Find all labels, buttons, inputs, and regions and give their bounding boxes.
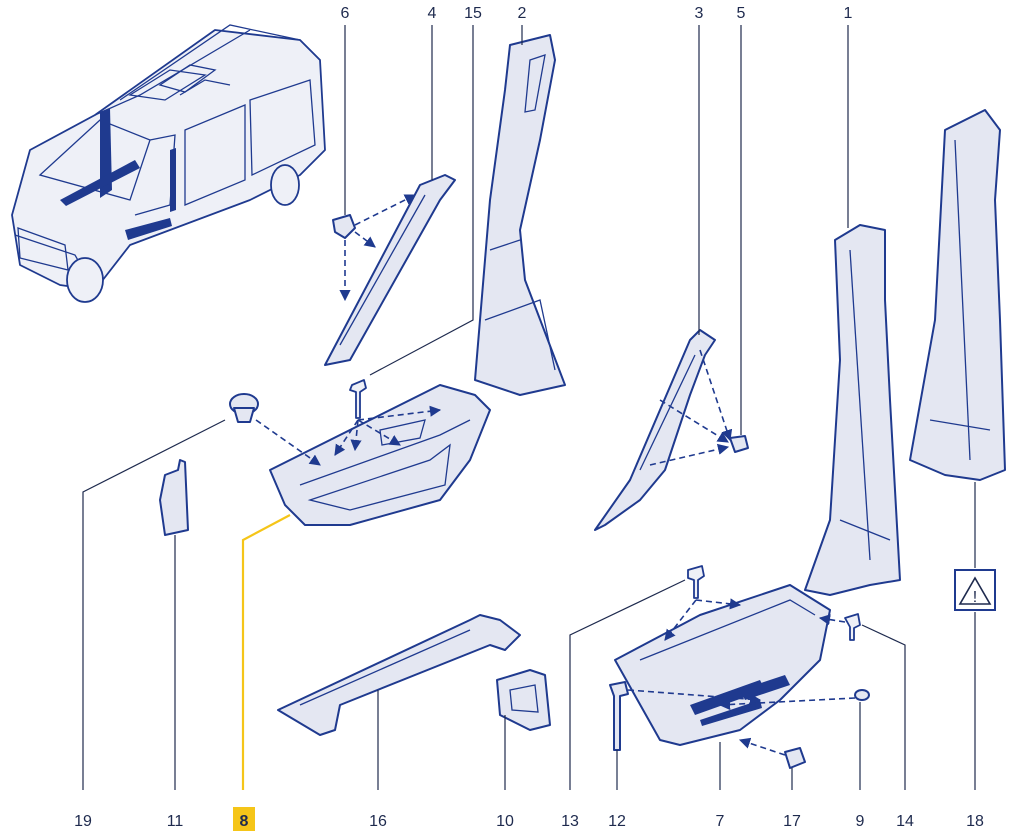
part-17-nut (738, 737, 806, 769)
part-4-pillar-trim (324, 174, 456, 366)
part-12-bolt (609, 681, 762, 751)
callout-17: 17 (783, 813, 801, 830)
callout-3: 3 (695, 5, 704, 22)
part-15-step-trim (269, 379, 491, 526)
part-9-plug (718, 689, 870, 711)
callout-9: 9 (856, 813, 865, 830)
callout-5: 5 (737, 5, 746, 22)
callout-12: 12 (608, 813, 626, 830)
part-2-b-pillar-trim (474, 34, 566, 396)
part-14-screw (818, 613, 861, 641)
callout-10: 10 (496, 813, 514, 830)
callout-2: 2 (518, 5, 527, 22)
callout-11: 11 (167, 813, 184, 830)
part-13-screw (664, 565, 742, 641)
part-5-clip (729, 435, 749, 453)
part-11-bracket (159, 459, 189, 536)
highlight-box (233, 807, 255, 831)
callout-18: 18 (966, 813, 984, 830)
callout-1: 1 (844, 5, 853, 22)
part-7-rear-step (614, 584, 831, 746)
part-16-rail (277, 614, 521, 736)
warning-symbol-text: ! (973, 589, 977, 606)
part-6-clip (332, 194, 417, 302)
part-10-bracket (496, 669, 551, 731)
callout-16: 16 (369, 813, 387, 830)
warning-sign-icon: ! (954, 569, 996, 611)
part-1-long-trim (804, 224, 901, 596)
callout-14: 14 (896, 813, 914, 830)
part-19-fastener (229, 393, 321, 466)
callout-19: 19 (74, 813, 92, 830)
part-3-pillar-trim (594, 329, 733, 531)
callout-7: 7 (716, 813, 725, 830)
part-18-long-trim (909, 109, 1006, 481)
callout-6: 6 (341, 5, 350, 22)
callout-13: 13 (561, 813, 579, 830)
callout-numbers: 6 4 15 2 3 5 1 19 11 8 16 10 13 12 7 17 … (74, 5, 984, 831)
van-illustration (11, 24, 326, 303)
callout-15: 15 (464, 5, 482, 22)
callout-4: 4 (428, 5, 437, 22)
callout-8: 8 (240, 813, 249, 830)
leader-lines (82, 25, 976, 790)
